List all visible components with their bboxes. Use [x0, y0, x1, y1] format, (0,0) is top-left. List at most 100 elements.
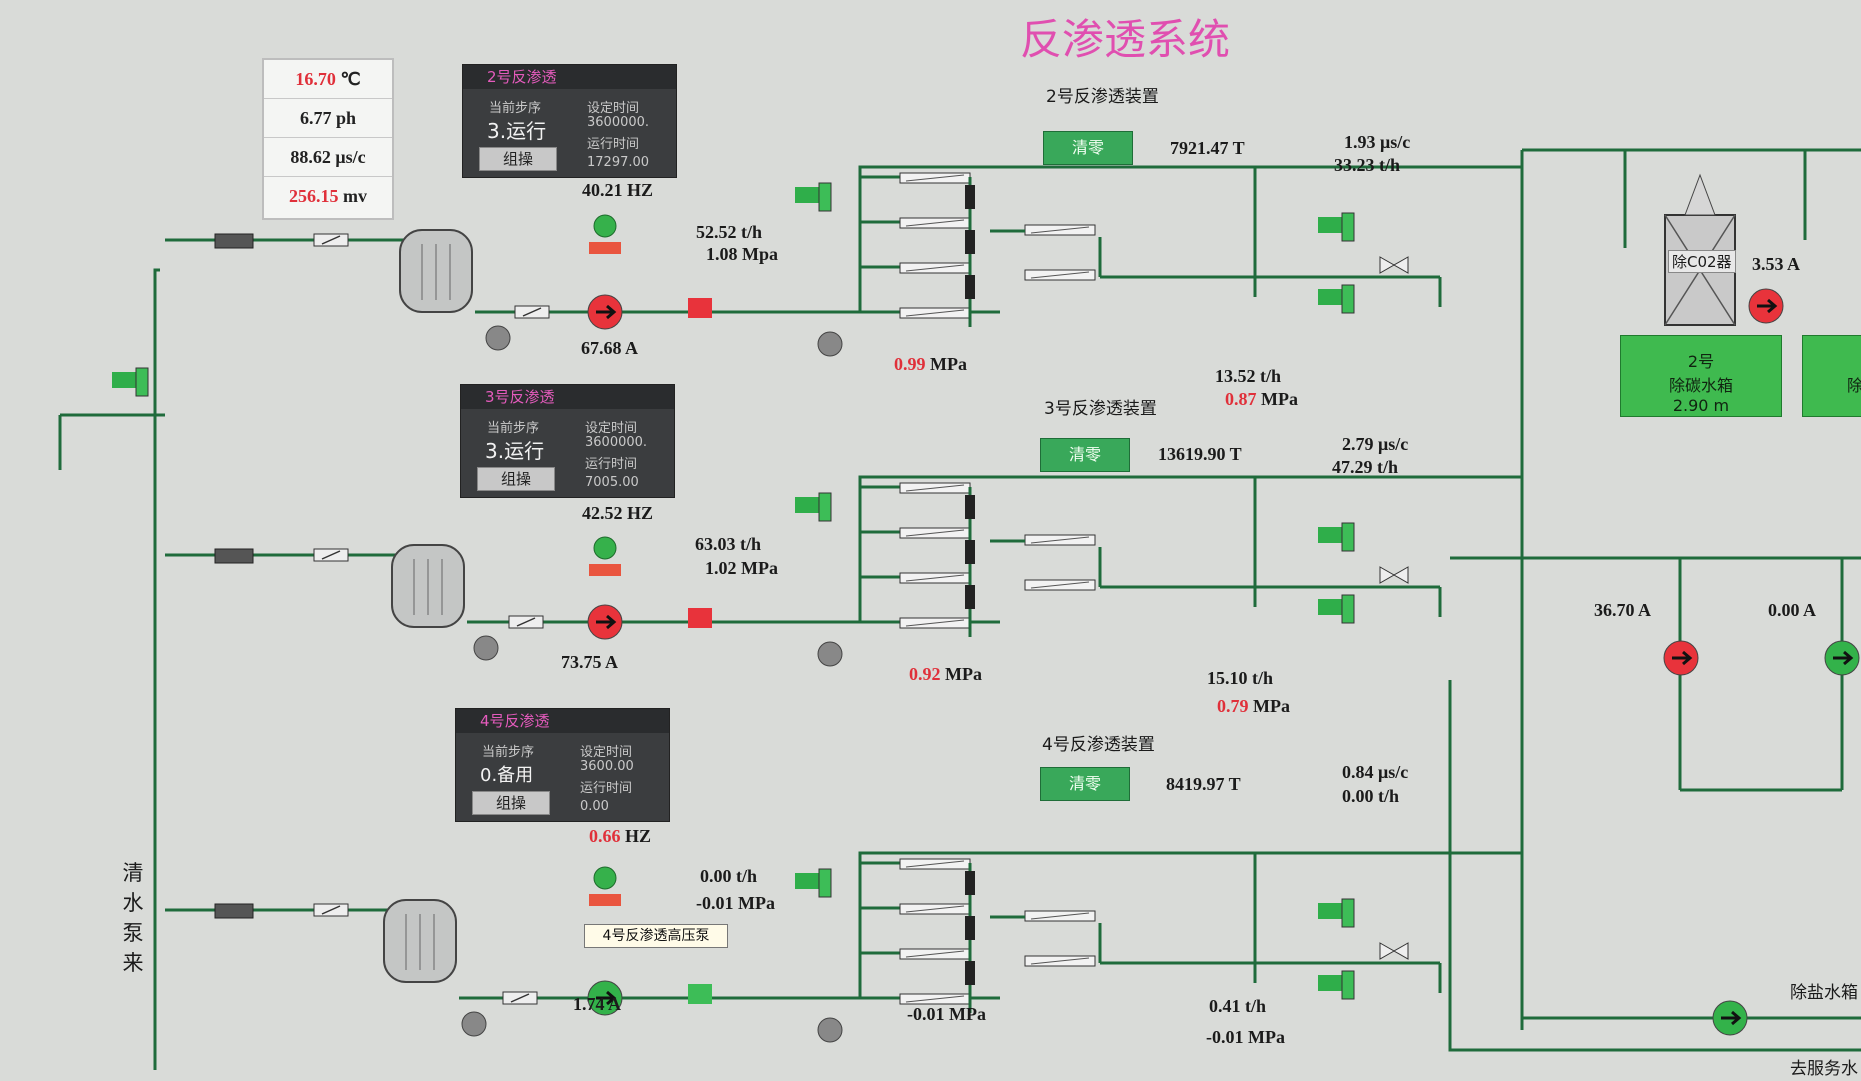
orp-readout: 256.15 mv: [289, 186, 367, 206]
ro3-inlet-pressure: 1.02 MPa: [705, 558, 778, 578]
pressure-gauge: [485, 325, 511, 351]
motor-icon: [593, 866, 617, 890]
ro-membrane: [1030, 226, 1090, 234]
desalt-tank-label: 除盐水箱: [1790, 983, 1858, 1003]
decarbonator-label: 除C02器: [1668, 250, 1736, 273]
pressure-gauge: [817, 641, 843, 667]
ro3-control-panel: 3号反渗透 当前步序 设定时间 3.运行 3600000. 运行时间 7005.…: [460, 384, 675, 498]
set-time-value: 3600000.: [585, 435, 648, 450]
group-op-button[interactable]: 组操: [479, 147, 557, 171]
panel-title: 4号反渗透: [456, 709, 669, 733]
tank-next-name: 除: [1847, 376, 1861, 395]
tank-name: 除碳水箱: [1668, 376, 1733, 395]
ro4-clear-button[interactable]: 清零: [1040, 767, 1130, 801]
ro3-clear-button[interactable]: 清零: [1040, 438, 1130, 472]
inlet-valve: [321, 905, 341, 915]
ro-membrane: [1030, 581, 1090, 589]
drain-valve-icon: [1341, 970, 1355, 1000]
product-header: [858, 165, 1522, 312]
ro4-concentrate-pressure: -0.01 MPa: [1206, 1027, 1285, 1047]
ro4-pump-current: 1.74 A: [573, 994, 622, 1014]
drain-valve-icon: [1341, 594, 1355, 624]
rack-coupling: [965, 916, 975, 940]
run-time-label: 运行时间: [580, 781, 633, 796]
pump-tooltip: 4号反渗透高压泵: [584, 924, 728, 948]
cartridge-filter: [214, 548, 254, 564]
inlet-valve: [321, 235, 341, 245]
ro-membrane: [905, 619, 965, 627]
set-time-label: 设定时间: [580, 745, 633, 760]
ro4-device-label: 4号反渗透装置: [1042, 735, 1155, 755]
ro4-product-conductivity: 0.84 μs/c: [1342, 762, 1409, 782]
conc-valve-icon: [1341, 212, 1355, 242]
ro-membrane: [905, 529, 965, 537]
inlet-bypass-valve-icon: [818, 868, 832, 898]
ro-membrane: [905, 309, 965, 317]
group-op-button[interactable]: 组操: [472, 791, 550, 815]
ro2-product-conductivity: 1.93 μs/c: [1344, 132, 1411, 152]
rack-coupling: [965, 540, 975, 564]
temperature-readout: 16.70 ℃: [264, 60, 392, 99]
pressure-gauge: [817, 1017, 843, 1043]
ro2-clear-button[interactable]: 清零: [1043, 131, 1133, 165]
step-value: 3.运行: [485, 439, 545, 463]
run-time-value: 7005.00: [585, 475, 639, 490]
pump-current-2: 0.00 A: [1768, 600, 1817, 620]
outlet-valve: [510, 993, 530, 1003]
drain-valve-icon: [1318, 975, 1342, 991]
ro2-control-panel: 2号反渗透 当前步序 设定时间 3.运行 3600000. 运行时间 17297…: [462, 64, 677, 178]
ro-membrane: [1030, 536, 1090, 544]
ro4-frequency: 0.66 HZ: [589, 826, 652, 846]
rack-coupling: [965, 585, 975, 609]
decarb-fan-icon: [1757, 298, 1778, 314]
conc-valve-icon: [1318, 903, 1342, 919]
pressure-gauge: [461, 1011, 487, 1037]
set-time-value: 3600.00: [580, 759, 634, 774]
group-op-button[interactable]: 组操: [477, 467, 555, 491]
inlet-bypass-valve-icon: [795, 497, 819, 513]
ro4-product-flow: 0.00 t/h: [1342, 786, 1400, 806]
decarbonator-fan-current: 3.53 A: [1752, 254, 1801, 274]
ro2-pump-current: 67.68 A: [581, 338, 639, 358]
ro2-device-label: 2号反渗透装置: [1046, 87, 1159, 107]
run-time-label: 运行时间: [585, 457, 638, 472]
ro-membrane: [905, 905, 965, 913]
feed-header: [153, 268, 160, 1070]
drain-valve-icon: [1318, 289, 1342, 305]
drain-valve-icon: [1318, 599, 1342, 615]
hp-pump-icon: [596, 614, 617, 630]
ro4-inlet-flow: 0.00 t/h: [700, 866, 758, 886]
ro3-frequency: 42.52 HZ: [582, 503, 654, 523]
flush-valve-icon: [1379, 566, 1409, 584]
pressure-gauge: [817, 331, 843, 357]
ro2-membrane-pressure: 0.99 MPa: [894, 354, 967, 374]
run-time-label: 运行时间: [587, 137, 640, 152]
ro4-membrane-pressure: -0.01 MPa: [907, 1004, 986, 1024]
inlet-bypass-valve-icon: [795, 873, 819, 889]
flush-valve-icon: [1379, 942, 1409, 960]
service-pump-icon: [1721, 1010, 1742, 1026]
ro-membrane: [1030, 957, 1090, 965]
inlet-bypass-valve-icon: [818, 492, 832, 522]
ro2-inlet-pressure: 1.08 Mpa: [706, 244, 778, 264]
ro3-pump-current: 73.75 A: [561, 652, 619, 672]
panel-title: 3号反渗透: [461, 385, 674, 409]
rack-coupling: [965, 185, 975, 209]
water-quality-box: 16.70 ℃ 6.77 ph 88.62 μs/c 256.15 mv: [262, 58, 394, 220]
step-value: 0.备用: [480, 765, 534, 786]
run-time-value: 17297.00: [587, 155, 650, 170]
set-time-value: 3600000.: [587, 115, 650, 130]
outlet-valve: [516, 617, 536, 627]
hp-inlet-valve-icon: [688, 984, 712, 1004]
hp-inlet-valve-icon: [688, 608, 712, 628]
drain-valve-icon: [1341, 284, 1355, 314]
ro-membrane: [905, 860, 965, 868]
ro4-total: 8419.97 T: [1166, 774, 1241, 794]
conc-valve-icon: [1341, 898, 1355, 928]
ro-membrane: [905, 264, 965, 272]
motor-base: [589, 894, 621, 906]
flush-valve-icon: [1379, 256, 1409, 274]
transfer-pump-icon: [1672, 650, 1693, 666]
ro2-product-flow: 33.23 t/h: [1334, 155, 1401, 175]
